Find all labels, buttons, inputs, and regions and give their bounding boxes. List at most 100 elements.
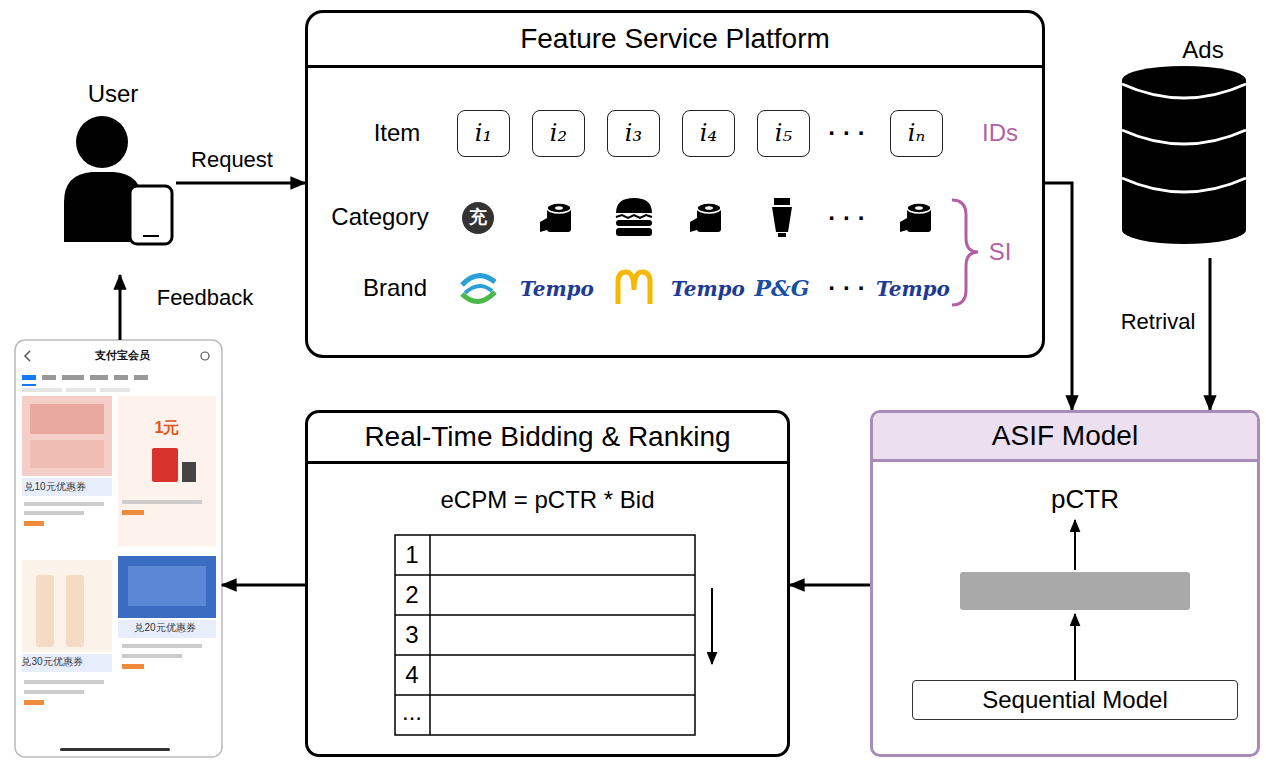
- phone-screenshot: [122, 500, 202, 504]
- user-icon: [64, 116, 172, 244]
- model-box: ASIF ModelSequential Model: [870, 410, 1260, 757]
- phone-screenshot: [24, 700, 44, 705]
- phone-screenshot: [122, 664, 144, 669]
- phone-screenshot: [134, 375, 148, 380]
- phone-screenshot: [128, 566, 206, 606]
- row-label: Item: [374, 119, 421, 148]
- ads-store: Ads: [1118, 36, 1250, 258]
- category-icons: [900, 203, 931, 232]
- ads-database: [1122, 66, 1246, 244]
- phone-screenshot: [118, 620, 216, 638]
- node-text: 兑10元优惠券: [24, 481, 85, 493]
- brand-logos: [462, 272, 650, 304]
- node-title: i₅: [775, 119, 792, 148]
- ranking-table: [395, 574, 695, 576]
- ranking-table: [395, 694, 695, 696]
- phone-screenshot: [100, 388, 130, 392]
- arrow-connector: [222, 584, 305, 587]
- phone-screenshot: [62, 375, 84, 380]
- user-figure: User: [50, 80, 176, 275]
- phone-screenshot: [25, 351, 30, 361]
- row-label: Category: [331, 203, 428, 232]
- category-icons: [462, 198, 931, 237]
- ads-database: [1122, 84, 1246, 98]
- node-text: 兑20元优惠券: [134, 622, 195, 634]
- ellipsis: · · ·: [828, 274, 865, 303]
- phone-screenshot: [114, 375, 128, 380]
- phone-screenshot: [22, 478, 112, 496]
- phone-screenshot: [42, 375, 56, 380]
- phone-screenshot: [36, 575, 54, 647]
- phone-screenshot: [30, 440, 104, 468]
- phone-screenshot: [22, 384, 36, 386]
- phone-screenshot: [90, 375, 108, 380]
- ranking-table: [395, 535, 712, 735]
- category-icons: [690, 203, 721, 232]
- edge-label: Retrival: [1118, 309, 1199, 335]
- ellipsis: · · ·: [828, 204, 865, 233]
- user-icon: [76, 116, 128, 168]
- ads-database: [1122, 216, 1246, 244]
- ads-database: [1122, 178, 1246, 192]
- node-text: 1元: [155, 418, 180, 437]
- phone-screenshot: [66, 575, 84, 647]
- edge-label: Request: [188, 147, 276, 173]
- phone-screenshot: [15, 340, 222, 757]
- model-internals: [960, 572, 1190, 610]
- item-id-box: i₁: [457, 110, 510, 157]
- item-id-box: i₅: [757, 110, 810, 157]
- phone-screenshot: [24, 511, 84, 515]
- phone-screenshot: [22, 388, 62, 392]
- node-title: Feature Service Platform: [308, 13, 1042, 68]
- node-title: i₁: [475, 119, 492, 148]
- arrow-connector: [1045, 183, 1072, 410]
- rank-number: 1: [405, 541, 418, 570]
- node-title: i₂: [550, 119, 567, 148]
- edge-label: Feedback: [154, 285, 257, 311]
- node-title: i₃: [625, 119, 642, 148]
- arrow-connector: [790, 584, 870, 587]
- phone-screenshot: [201, 352, 209, 360]
- category-icons: [462, 202, 494, 234]
- category-icons: [540, 203, 571, 232]
- node-title: ASIF Model: [873, 413, 1257, 462]
- sequential-model-box: Sequential Model: [912, 680, 1238, 720]
- si-brace: [952, 200, 978, 305]
- node-text: eCPM = pCTR * Bid: [308, 486, 787, 515]
- brand-logos: [465, 286, 492, 293]
- node-title: 支付宝会员: [95, 349, 150, 362]
- brand-logo: Tempo: [876, 277, 950, 301]
- phone-screenshot: [182, 462, 196, 482]
- user-icon: [130, 186, 172, 244]
- output-label: pCTR: [1051, 484, 1119, 515]
- phone-screenshot: [22, 375, 36, 380]
- rank-number: 4: [405, 661, 418, 690]
- node-title: Ads: [1118, 36, 1250, 65]
- phone-screenshot: [22, 396, 112, 476]
- si-brace: [952, 200, 978, 305]
- node-title: User: [50, 80, 176, 109]
- node-title: i₄: [700, 119, 717, 148]
- brand-logos: [462, 276, 495, 285]
- category-icons: [778, 233, 786, 237]
- category-icons: [774, 198, 790, 205]
- phone-screenshot: [122, 654, 182, 658]
- ranking-table: [395, 535, 695, 735]
- rank-number: 3: [405, 621, 418, 650]
- item-id-box: iₙ: [890, 110, 943, 157]
- brand-logo: P&G: [754, 275, 809, 301]
- ranking-table: [711, 588, 713, 664]
- phone-screenshot: [22, 560, 112, 652]
- brand-logo: Tempo: [671, 277, 745, 301]
- ellipsis: · · ·: [828, 119, 865, 148]
- ranking-table: [395, 614, 695, 616]
- group-label: IDs: [982, 119, 1018, 148]
- brand-logos: [618, 272, 650, 304]
- category-icons: [772, 207, 792, 232]
- phone-screenshot: [118, 556, 216, 618]
- node-title: Real-Time Bidding & Ranking: [308, 413, 787, 464]
- ranking-table: [429, 535, 431, 735]
- user-icon: [143, 235, 159, 237]
- ads-database: [1122, 80, 1246, 230]
- item-id-box: i₂: [532, 110, 585, 157]
